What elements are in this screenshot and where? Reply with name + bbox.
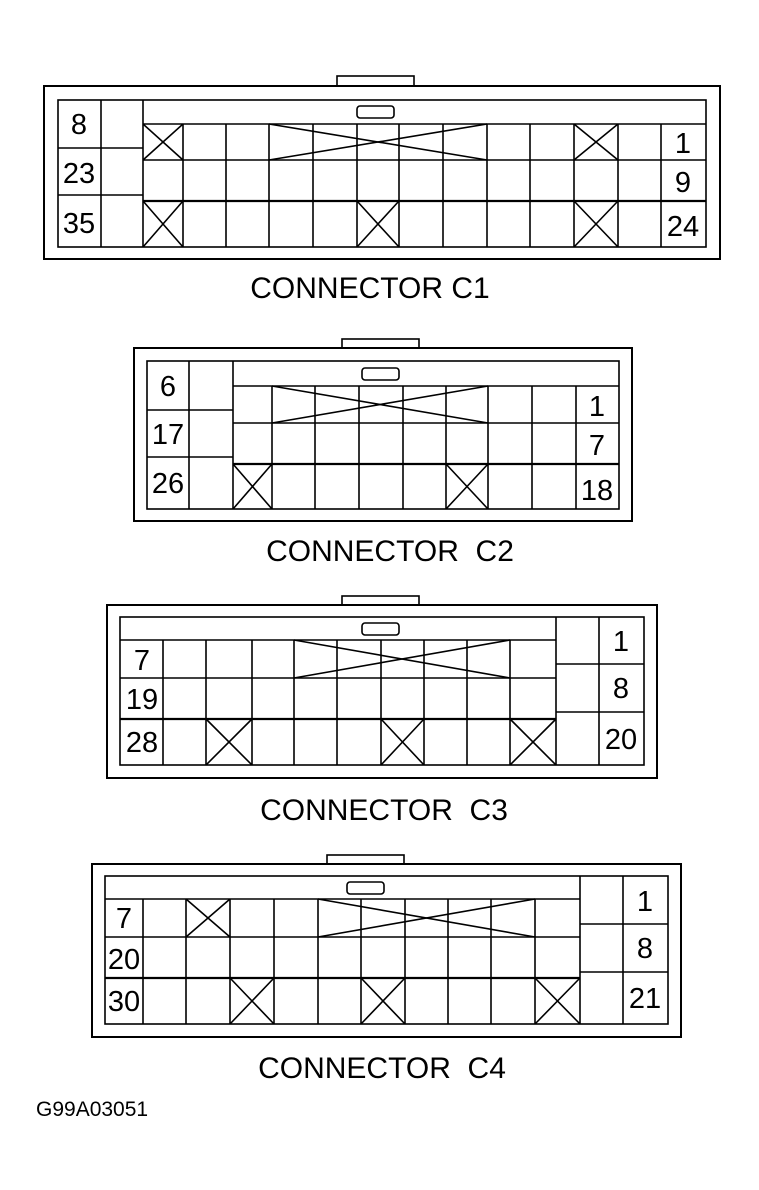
- blocked-cavity-mark: [268, 123, 488, 161]
- blocked-cavity-mark: [573, 200, 619, 248]
- c1-left-pin-label: 8: [71, 109, 87, 141]
- c2-right-pin-label: 1: [589, 391, 605, 423]
- connector-c4-caption: CONNECTOR C4: [258, 1052, 506, 1085]
- c3-right-pin-label: 8: [613, 673, 629, 705]
- blocked-cavity-mark: [356, 200, 400, 248]
- blocked-cavity-mark: [229, 977, 275, 1025]
- c2-right-pin-label: 18: [581, 475, 613, 507]
- c1-left-pin-label: 35: [63, 208, 95, 240]
- blocked-cavity-mark: [142, 200, 184, 248]
- connector-c3-housing: [106, 604, 658, 779]
- blocked-cavity-mark: [380, 718, 425, 766]
- connector-c4-key: [346, 881, 385, 895]
- c4-right-pin-label: 21: [629, 983, 661, 1015]
- connector-c2: [133, 338, 633, 522]
- c4-left-pin-label: 20: [108, 944, 140, 976]
- connector-c4-latch: [326, 854, 405, 865]
- blocked-cavity-mark: [271, 385, 489, 424]
- connector-c1: [43, 75, 721, 260]
- c3-left-pin-label: 28: [126, 727, 158, 759]
- figure-code: G99A03051: [36, 1098, 148, 1121]
- connector-c2-key: [361, 367, 400, 381]
- c1-right-pin-label: 24: [667, 211, 699, 243]
- blocked-cavity-mark: [293, 639, 511, 679]
- blocked-cavity-mark: [573, 123, 619, 161]
- blocked-cavity-mark: [360, 977, 406, 1025]
- connector-c4-housing: [91, 863, 682, 1038]
- blocked-cavity-mark: [205, 718, 253, 766]
- c4-left-pin-label: 7: [116, 903, 132, 935]
- c3-right-pin-label: 20: [605, 724, 637, 756]
- blocked-cavity-mark: [232, 463, 273, 510]
- connector-c1-inner-frame: [57, 99, 707, 248]
- connector-c1-housing: [43, 85, 721, 260]
- blocked-cavity-mark: [142, 123, 184, 161]
- c1-right-pin-label: 9: [675, 167, 691, 199]
- c3-left-pin-label: 7: [134, 645, 150, 677]
- c2-left-pin-label: 6: [160, 371, 176, 403]
- connector-c1-latch: [336, 75, 415, 87]
- connector-c2-housing: [133, 347, 633, 522]
- connector-c2-latch: [341, 338, 420, 349]
- connector-c3-key: [361, 622, 400, 636]
- c3-right-pin-label: 1: [613, 626, 629, 658]
- connector-c3-latch: [341, 595, 420, 606]
- connector-c4-inner-frame: [104, 875, 669, 1025]
- blocked-cavity-mark: [509, 718, 557, 766]
- c2-left-pin-label: 26: [152, 468, 184, 500]
- connector-c1-key: [356, 105, 395, 119]
- c4-right-pin-label: 8: [637, 933, 653, 965]
- c3-left-pin-label: 19: [126, 684, 158, 716]
- blocked-cavity-mark: [445, 463, 489, 510]
- c2-right-pin-label: 7: [589, 430, 605, 462]
- c1-right-pin-label: 1: [675, 128, 691, 160]
- blocked-cavity-mark: [534, 977, 581, 1025]
- connector-c3: [106, 595, 658, 779]
- c2-left-pin-label: 17: [152, 419, 184, 451]
- connector-c1-caption: CONNECTOR C1: [250, 272, 489, 305]
- c1-left-pin-label: 23: [63, 158, 95, 190]
- connector-c2-inner-frame: [146, 360, 620, 510]
- connector-c3-caption: CONNECTOR C3: [260, 794, 508, 827]
- c4-left-pin-label: 30: [108, 986, 140, 1018]
- connector-c2-caption: CONNECTOR C2: [266, 535, 514, 568]
- connector-c4: [91, 854, 682, 1038]
- blocked-cavity-mark: [317, 898, 536, 938]
- blocked-cavity-mark: [185, 898, 231, 938]
- c4-right-pin-label: 1: [637, 886, 653, 918]
